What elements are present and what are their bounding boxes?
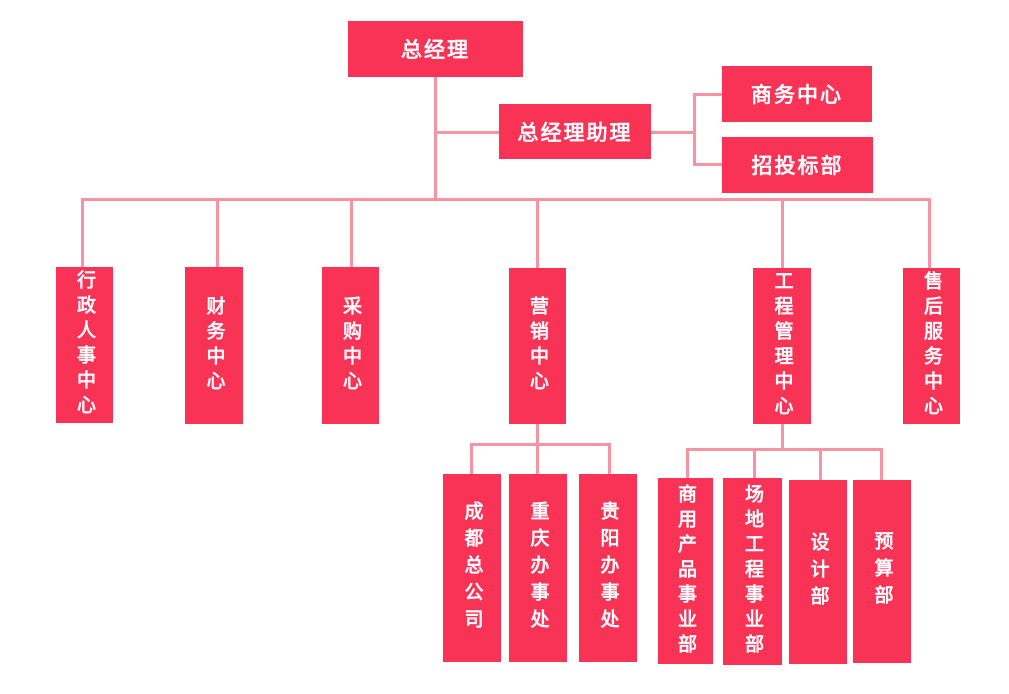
node-finance-center[interactable]: 财务中心 xyxy=(185,267,243,424)
node-chengdu-head-office[interactable]: 成都总公司 xyxy=(443,474,501,662)
node-guiyang-office[interactable]: 贵阳办事处 xyxy=(579,474,637,662)
node-gm-assistant[interactable]: 总经理助理 xyxy=(499,104,651,159)
connector-line xyxy=(753,448,756,478)
node-general-manager[interactable]: 总经理 xyxy=(348,21,523,77)
connector-line xyxy=(928,198,931,268)
connector-line xyxy=(536,198,539,268)
node-admin-hr-center[interactable]: 行政人事中心 xyxy=(56,267,113,423)
node-marketing-center[interactable]: 营销中心 xyxy=(509,268,566,424)
connector-line xyxy=(350,198,353,267)
connector-line xyxy=(81,198,84,267)
node-engineering-mgmt-center[interactable]: 工程管理中心 xyxy=(753,268,811,424)
node-chongqing-office[interactable]: 重庆办事处 xyxy=(509,474,567,662)
node-site-engineering-div[interactable]: 场地工程事业部 xyxy=(723,478,782,665)
node-commercial-products-div[interactable]: 商用产品事业部 xyxy=(658,478,713,664)
node-business-center[interactable]: 商务中心 xyxy=(722,66,872,122)
connector-line xyxy=(434,77,437,199)
connector-line xyxy=(693,163,722,166)
connector-line xyxy=(536,443,539,474)
connector-line xyxy=(651,131,696,134)
node-bidding-dept[interactable]: 招投标部 xyxy=(722,137,873,193)
connector-line xyxy=(608,443,611,474)
connector-line xyxy=(781,198,784,268)
connector-line xyxy=(81,198,931,201)
connector-line xyxy=(819,448,822,480)
connector-line xyxy=(470,443,473,474)
connector-line xyxy=(693,93,722,96)
connector-line xyxy=(781,424,784,450)
connector-line xyxy=(880,448,883,480)
node-procurement-center[interactable]: 采购中心 xyxy=(322,267,379,424)
connector-line xyxy=(216,198,219,267)
connector-line xyxy=(536,424,539,446)
node-aftersales-service-center[interactable]: 售后服务中心 xyxy=(903,268,960,424)
node-design-dept[interactable]: 设计部 xyxy=(789,480,847,664)
connector-line xyxy=(686,448,689,478)
node-budget-dept[interactable]: 预算部 xyxy=(853,480,911,663)
connector-line xyxy=(470,443,611,446)
connector-line xyxy=(686,448,883,451)
connector-line xyxy=(693,93,696,166)
connector-line xyxy=(435,131,499,134)
